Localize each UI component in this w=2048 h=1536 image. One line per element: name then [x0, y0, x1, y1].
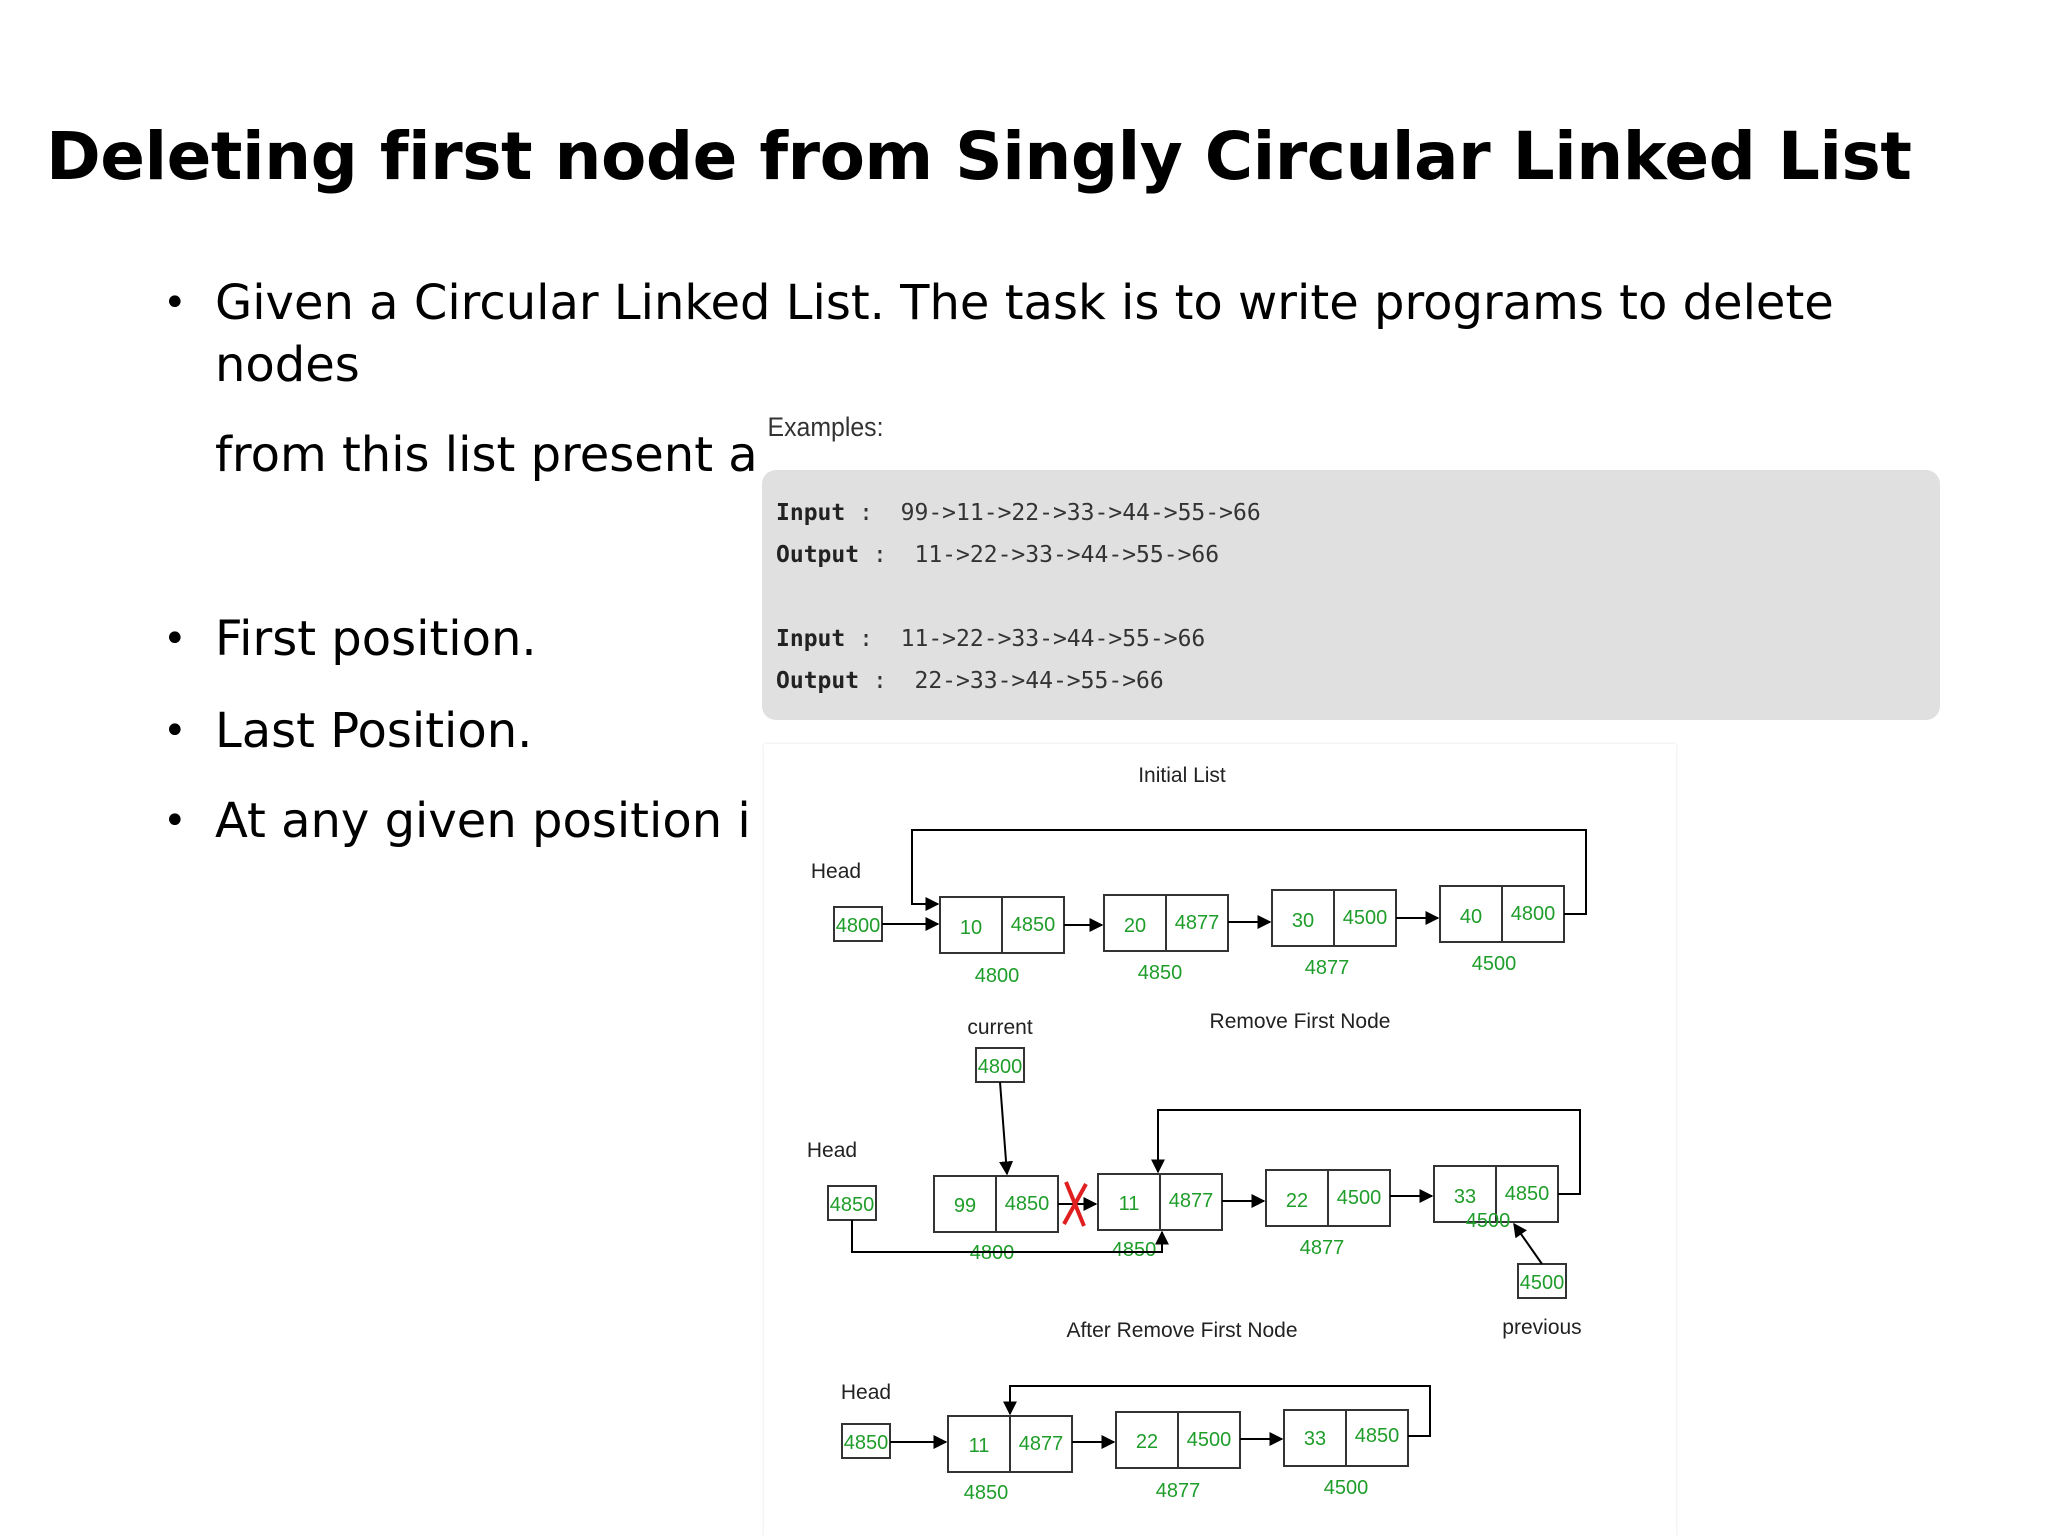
bullet-first-position: First position.: [215, 611, 537, 667]
node-data: 33: [1304, 1428, 1326, 1450]
previous-pointer-box: 4500: [1517, 1263, 1567, 1299]
examples-code-box: Input : 99->11->22->33->44->55->66 Outpu…: [762, 470, 1940, 720]
node-data: 22: [1136, 1431, 1158, 1453]
node-address: 4850: [1138, 962, 1183, 984]
previous-label: previous: [1502, 1316, 1581, 1339]
node-next: 4850: [1505, 1183, 1550, 1205]
node-next: 4500: [1343, 907, 1388, 929]
linked-list-diagram: Initial List Head 4800 10 4850 4800 20 4…: [764, 744, 1676, 1536]
node-data: 10: [960, 917, 982, 939]
node-next: 4850: [1005, 1193, 1050, 1215]
head-box: [833, 906, 883, 942]
node-address: 4800: [975, 965, 1020, 987]
node-data: 99: [954, 1195, 976, 1217]
code-line-output-1: Output : 11->22->33->44->55->66: [776, 542, 1220, 568]
circular-return-arrow: [1151, 1109, 1581, 1195]
node-address: 4500: [1324, 1477, 1369, 1499]
head-pointer-value: 4850: [830, 1194, 875, 1216]
bullet-last-position: Last Position.: [215, 703, 533, 759]
initial-node-1: 10 4850 4800: [939, 896, 1065, 987]
bullet-marker: •: [163, 708, 187, 754]
node-address: 4877: [1156, 1480, 1201, 1502]
node-address: 4500: [1466, 1210, 1511, 1232]
circular-return-arrow: [911, 829, 1587, 915]
after-node-1: 11 4877 4850: [947, 1415, 1073, 1504]
diagram-canvas: Initial List Head 4800 10 4850 4800 20 4…: [807, 764, 1587, 1504]
circular-return-arrow: [1003, 1385, 1431, 1437]
node-next: 4800: [1511, 903, 1556, 925]
node-address: 4850: [1112, 1239, 1157, 1261]
current-pointer-value: 4800: [978, 1056, 1023, 1078]
current-pointer-box: 4800: [975, 1047, 1025, 1083]
initial-node-4: 40 4800 4500: [1439, 885, 1565, 975]
node-data: 33: [1454, 1186, 1476, 1208]
node-data: 11: [1119, 1193, 1140, 1215]
node-address: 4850: [964, 1482, 1009, 1504]
node-next: 4850: [1355, 1425, 1400, 1447]
node-next: 4500: [1187, 1429, 1232, 1451]
previous-box: [1517, 1263, 1567, 1299]
previous-arrow: [1513, 1222, 1543, 1265]
code-line-input-2: Input : 11->22->33->44->55->66: [776, 626, 1206, 652]
bullet-1-line-1: Given a Circular Linked List. The task i…: [215, 275, 1834, 331]
node-next: 4850: [1011, 914, 1056, 936]
initial-node-3: 30 4500 4877: [1271, 889, 1397, 979]
head-label: Head: [841, 1381, 891, 1404]
initial-node-2: 20 4877 4850: [1103, 894, 1229, 984]
x-mark-icon: [1062, 1181, 1088, 1227]
remove-node-1: 99 4850 4800: [933, 1175, 1059, 1264]
node-data: 11: [969, 1435, 990, 1457]
remove-node-4: 33 4850 4500: [1433, 1165, 1559, 1232]
head-label: Head: [807, 1139, 857, 1162]
node-address: 4877: [1300, 1237, 1345, 1259]
initial-links: [882, 829, 1587, 932]
examples-label: Examples:: [762, 410, 890, 445]
remove-first-node-title: Remove First Node: [1210, 1010, 1391, 1033]
bullet-given-position: At any given position i: [215, 793, 751, 849]
after-node-2: 22 4500 4877: [1115, 1411, 1241, 1502]
node-next: 4877: [1019, 1433, 1064, 1455]
after-node-3: 33 4850 4500: [1283, 1409, 1409, 1499]
bullet-1-line-2: nodes: [215, 337, 360, 393]
node-data: 22: [1286, 1190, 1308, 1212]
remove-node-3: 22 4500 4877: [1265, 1169, 1391, 1259]
head-pointer-box: 4850: [827, 1185, 877, 1221]
head-arrow: [851, 1220, 1169, 1253]
bullet-marker: •: [163, 798, 187, 844]
head-pointer-value: 4850: [844, 1432, 889, 1454]
current-label: current: [967, 1016, 1033, 1039]
current-arrow: [999, 1081, 1014, 1176]
bullet-1-line-3: from this list present a: [215, 427, 758, 483]
head-label: Head: [811, 860, 861, 883]
after-links: [890, 1385, 1431, 1449]
after-remove-title: After Remove First Node: [1066, 1319, 1297, 1342]
node-next: 4500: [1337, 1187, 1382, 1209]
node-address: 4500: [1472, 953, 1517, 975]
node-data: 20: [1124, 915, 1146, 937]
node-next: 4877: [1169, 1190, 1214, 1212]
node-address: 4877: [1305, 957, 1350, 979]
head-pointer-value: 4800: [836, 915, 881, 937]
remove-node-2: 11 4877 4850: [1097, 1173, 1223, 1261]
head-pointer-box: 4850: [841, 1423, 891, 1459]
head-pointer-box: 4800: [833, 906, 883, 942]
bullet-marker: •: [163, 616, 187, 662]
code-line-output-2: Output : 22->33->44->55->66: [776, 668, 1164, 694]
bullet-marker: •: [163, 280, 187, 326]
node-next: 4877: [1175, 912, 1220, 934]
node-data: 40: [1460, 906, 1482, 928]
code-line-input-1: Input : 99->11->22->33->44->55->66: [776, 500, 1261, 526]
node-data: 30: [1292, 910, 1314, 932]
previous-pointer-value: 4500: [1520, 1272, 1565, 1294]
initial-list-title: Initial List: [1138, 764, 1226, 787]
slide-title: Deleting first node from Singly Circular…: [46, 118, 1912, 195]
